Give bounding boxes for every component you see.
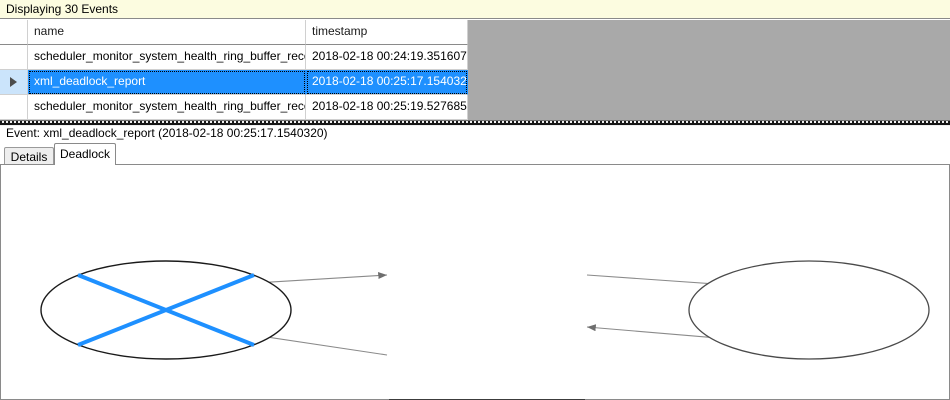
victim-cross-icon [77, 273, 255, 347]
events-grid-rows: name timestamp scheduler_monitor_system_… [0, 20, 468, 120]
tab-deadlock[interactable]: Deadlock [54, 143, 116, 165]
process-node-left[interactable] [40, 260, 292, 360]
detail-tabstrip: Details Deadlock [0, 143, 950, 165]
deadlock-graph-vectors [40, 260, 930, 360]
table-row[interactable]: xml_deadlock_report 2018-02-18 00:25:17.… [0, 70, 468, 95]
grid-header-row: name timestamp [0, 20, 468, 45]
grid-header-selector-cell [0, 20, 28, 45]
events-count-label: Displaying 30 Events [6, 2, 119, 16]
row-name-cell[interactable]: xml_deadlock_report [28, 70, 306, 95]
current-row-arrow-icon [10, 77, 17, 87]
deadlock-graph: Server process Id: 86 Server batch Id: 0… [1, 165, 949, 400]
row-selector-cell[interactable] [0, 70, 28, 95]
table-row[interactable]: scheduler_monitor_system_health_ring_buf… [0, 95, 468, 120]
tab-seam-mask [55, 165, 117, 167]
splitter-grip-icon [0, 121, 950, 125]
grid-header-timestamp[interactable]: timestamp [306, 20, 468, 45]
row-selector-cell[interactable] [0, 45, 28, 70]
event-detail-title: Event: xml_deadlock_report (2018-02-18 0… [6, 126, 328, 140]
process-node-right[interactable] [688, 260, 930, 360]
row-selector-cell[interactable] [0, 95, 28, 120]
horizontal-splitter[interactable] [0, 120, 950, 126]
row-name-cell[interactable]: scheduler_monitor_system_health_ring_buf… [28, 95, 306, 120]
process-oval-right[interactable] [688, 260, 930, 360]
row-timestamp-cell[interactable]: 2018-02-18 00:25:19.5276859 [306, 95, 468, 120]
grid-header-name[interactable]: name [28, 20, 306, 45]
table-row[interactable]: scheduler_monitor_system_health_ring_buf… [0, 45, 468, 70]
events-grid[interactable]: name timestamp scheduler_monitor_system_… [0, 20, 950, 120]
row-name-cell[interactable]: scheduler_monitor_system_health_ring_buf… [28, 45, 306, 70]
tab-details[interactable]: Details [4, 147, 54, 165]
deadlock-graph-pane[interactable]: Server process Id: 86 Server batch Id: 0… [0, 164, 950, 400]
row-timestamp-cell[interactable]: 2018-02-18 00:25:17.1540320 [306, 70, 468, 95]
events-banner: Displaying 30 Events [0, 0, 950, 19]
row-timestamp-cell[interactable]: 2018-02-18 00:24:19.3516078 [306, 45, 468, 70]
